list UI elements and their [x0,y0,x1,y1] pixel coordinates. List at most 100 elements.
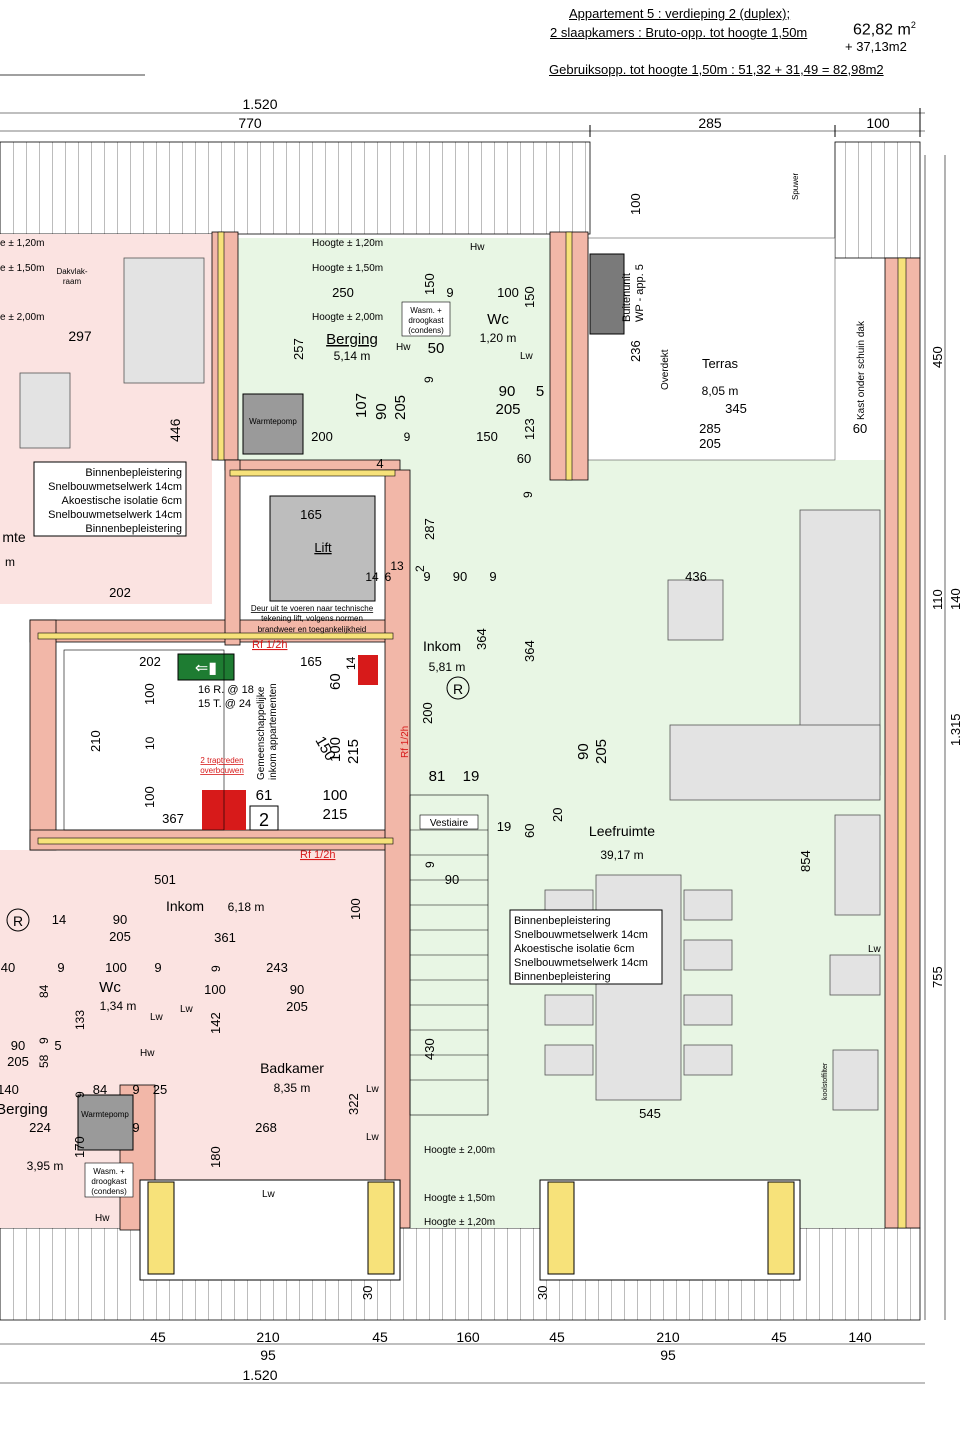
dim-200b: 200 [420,702,435,724]
dim-9g: 9 [423,861,437,868]
lift-label: Lift [314,540,332,555]
koolstoffilter-label: koolstoffilter [822,1062,829,1100]
dim-61: 61 [256,787,273,804]
dim-81: 81 [429,768,446,785]
room-inkom-bottom-area: 6,18 m [228,900,265,914]
dim-165a: 165 [300,507,322,522]
dim-243: 243 [266,960,288,975]
dim-430: 430 [422,1038,437,1060]
dim-90a: 90 [499,383,516,400]
room-badkamer-name: Badkamer [260,1060,324,1076]
dim-90f: 90 [113,912,127,927]
dim-9l: 9 [73,1091,87,1098]
gemeen-label-1: Gemeenschappelijke [256,686,267,780]
dim-14c: 14 [52,912,66,927]
hoogte-150-top: Hoogte ± 1,50m [312,263,383,274]
staircase [63,649,489,1116]
dim-9f: 9 [489,569,496,584]
spuwer-label: Spuwer [791,173,800,200]
dim-9i: 9 [154,960,161,975]
dim-215a: 215 [345,739,362,764]
lift-door-note-2: tekening lift, volgens normen [261,614,363,623]
gemeen-label-2: inkom appartementen [268,683,279,780]
dim-364b: 364 [522,640,537,662]
dim-top-100: 100 [866,115,890,131]
title-line2: 2 slaapkamers : Bruto-opp. tot hoogte 1,… [550,25,808,40]
overdekt-label: Overdekt [660,349,671,390]
room-berging-top-name: Berging [326,331,378,348]
room-wc-top-area: 1,20 m [480,331,517,345]
dim-9k: 9 [37,1037,51,1044]
rf-label-2: Rf 1/2h [300,849,335,861]
lw-7: Lw [262,1189,276,1200]
room-labels: Berging 5,14 m Wc 1,20 m Terras 8,05 m I… [0,311,739,1173]
dim-bottom-45d: 45 [771,1329,787,1345]
dim-287: 287 [422,518,437,540]
dim-bottom-95b: 95 [660,1347,676,1363]
dim-100e: 100 [142,786,157,808]
dim-9b: 9 [422,376,436,383]
dim-107: 107 [353,393,370,418]
dim-200a: 200 [311,429,333,444]
title-area: 62,82 m2 [853,20,916,39]
lift-door-note-3: brandweer en toegankelijkheid [258,625,367,634]
room-terras-area: 8,05 m [702,384,739,398]
room-terras-name: Terras [702,356,739,371]
room-inkom-top-name: Inkom [423,638,461,654]
wall-note-top-2: Snelbouwmetselwerk 14cm [48,481,182,493]
wall-note-top-5: Binnenbepleistering [85,523,182,535]
dim-285: 285 [699,421,721,436]
dim-257: 257 [291,338,306,360]
wasm-bottom: Wasm. + droogkast (condens) [84,1162,134,1198]
dim-123: 123 [522,418,537,440]
dim-right-140: 140 [948,588,963,610]
wall-note-bottom-5: Binnenbepleistering [514,971,611,983]
room-badkamer-area: 8,35 m [274,1081,311,1095]
dim-bottom-45a: 45 [150,1329,166,1345]
lw-5: Lw [366,1084,380,1095]
dim-100i: 100 [628,193,643,215]
title-line4: Gebruiksopp. tot hoogte 1,50m : 51,32 + … [549,62,884,77]
rf-label-1: Rf 1/2h [252,639,287,651]
wall-note-bottom-2: Snelbouwmetselwerk 14cm [514,929,648,941]
dim-367: 367 [162,811,184,826]
dim-202b: 202 [139,654,161,669]
dim-9a: 9 [446,285,453,300]
dim-205a: 205 [495,401,520,418]
dim-100h: 100 [204,982,226,997]
dim-bottom-total: 1.520 [242,1367,277,1383]
room-inkom-bottom-fill [0,850,390,1228]
dim-bottom-140: 140 [848,1329,872,1345]
dim-142: 142 [208,1012,223,1034]
wall-note-bottom-1: Binnenbepleistering [514,915,611,927]
dim-9d: 9 [521,491,535,498]
dim-100a: 100 [497,285,519,300]
dim-bottom-210a: 210 [256,1329,280,1345]
title-line1: Appartement 5 : verdieping 2 (duplex); [569,6,791,21]
dim-361: 361 [214,930,236,945]
lw-2: Lw [868,944,882,955]
dim-right-1315: 1.315 [948,713,963,746]
room-berging-bottom-name: Berging [0,1101,48,1118]
roof-top-right [834,141,921,259]
dim-bottom-95a: 95 [260,1347,276,1363]
dim-90g: 90 [290,982,304,997]
dim-322: 322 [346,1093,361,1115]
hoogte-120-left: e ± 1,20m [0,238,44,249]
dim-90d: 90 [575,743,592,760]
lw-3: Lw [150,1012,164,1023]
dim-170: 170 [72,1136,87,1158]
dim-205f: 205 [7,1054,29,1069]
fire-extinguisher-icon [358,655,378,685]
dim-501: 501 [154,872,176,887]
room-wc-bottom-area: 1,34 m [100,999,137,1013]
room-left-partial-area: m [5,555,15,569]
dim-100d: 100 [322,787,347,804]
dim-545: 545 [639,1106,661,1121]
dim-9c: 9 [404,430,411,444]
dim-60c: 60 [522,824,537,838]
dim-224: 224 [29,1120,51,1135]
wall-note-bottom: Binnenbepleistering Snelbouwmetselwerk 1… [509,909,663,985]
room-terras-fill [587,237,836,461]
room-leefruimte-name: Leefruimte [589,823,655,839]
